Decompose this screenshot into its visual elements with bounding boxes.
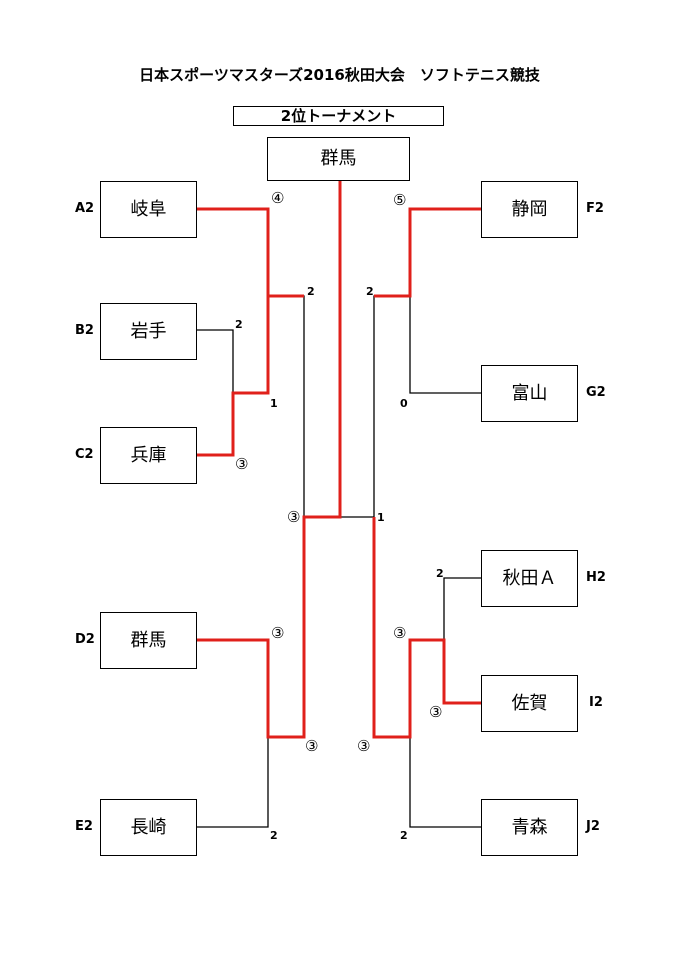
score-left-upper: 2 [307,285,315,298]
score-iwate: 2 [235,318,243,331]
win-saga [372,517,481,739]
team-hyogo: 兵庫 [100,427,197,484]
line-nagasaki [197,737,269,828]
seed-f2: F2 [586,201,604,216]
seed-c2: C2 [75,447,94,462]
score-left-lower: ③ [305,737,319,755]
score-shizuoka: ⑤ [393,191,407,209]
score-hyogo: ③ [235,455,249,473]
seed-j2: J2 [586,819,600,834]
score-right-final: 1 [377,511,385,524]
team-gunma: 群馬 [100,612,197,669]
seed-g2: G2 [586,385,606,400]
team-aomori: 青森 [481,799,578,856]
score-iwate-hyogo: 1 [270,397,278,410]
score-akita-saga: ③ [393,624,407,642]
win-shizuoka [374,207,481,298]
team-toyama: 富山 [481,365,578,422]
champion-box: 群馬 [267,137,410,181]
team-akita: 秋田Ａ [481,550,578,607]
line-iwate [197,329,234,393]
win-gifu [197,207,304,298]
score-toyama: 0 [400,397,408,410]
win-gunma [197,181,342,739]
page-title: 日本スポーツマスターズ2016秋田大会 ソフトテニス競技 [139,66,540,84]
team-gifu: 岐阜 [100,181,197,238]
seed-d2: D2 [75,632,95,647]
seed-h2: H2 [586,570,606,585]
seed-b2: B2 [75,323,94,338]
team-shizuoka: 静岡 [481,181,578,238]
seed-a2: A2 [75,201,95,216]
score-saga: ③ [429,703,443,721]
score-gunma: ③ [271,624,285,642]
bracket-subtitle: 2位トーナメント [233,106,444,126]
line-akita [443,577,481,640]
win-hyogo [197,296,270,457]
score-gifu: ④ [271,189,285,207]
score-nagasaki: 2 [270,829,278,842]
score-akita: 2 [436,567,444,580]
team-nagasaki: 長崎 [100,799,197,856]
score-shizuoka-final: 2 [366,285,374,298]
team-iwate: 岩手 [100,303,197,360]
score-left-final: ③ [287,508,301,526]
score-aomori: 2 [400,829,408,842]
seed-e2: E2 [75,819,93,834]
score-right-lower: ③ [357,737,371,755]
seed-i2: I2 [589,695,603,710]
line-toyama [409,296,481,394]
team-saga: 佐賀 [481,675,578,732]
